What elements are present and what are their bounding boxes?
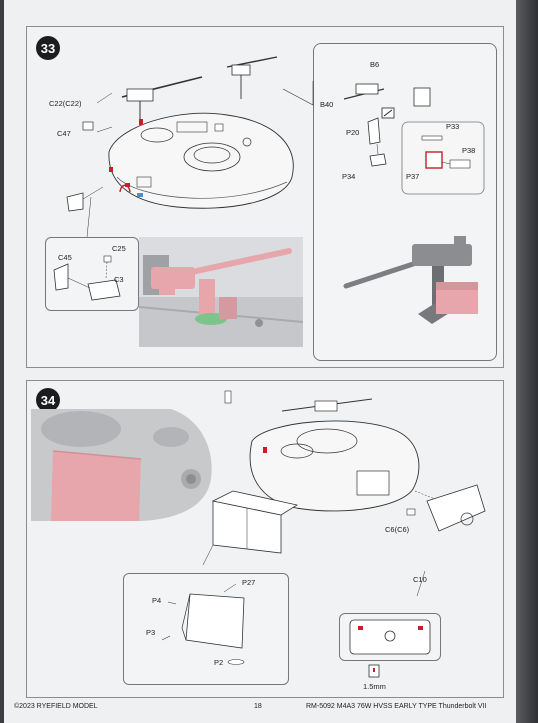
label-b40: B40 <box>320 100 334 109</box>
label-c47: C47 <box>57 129 71 138</box>
instruction-page: 33 <box>4 0 516 723</box>
footer-copyright: ©2023 RYEFIELD MODEL <box>14 703 98 710</box>
label-p37: P37 <box>406 172 420 181</box>
label-p3: P3 <box>146 628 156 637</box>
label-p27: P27 <box>242 578 256 587</box>
turret-drawing-step33 <box>66 56 294 212</box>
gun-ammo-reference-photo <box>336 230 486 340</box>
turret-photo-render <box>31 409 212 521</box>
hatch-part-drawing <box>53 255 121 301</box>
label-c25: C25 <box>112 244 126 253</box>
step33-reference-photo <box>139 237 303 347</box>
label-p34: P34 <box>342 172 356 181</box>
drill-icon <box>368 664 380 678</box>
label-p20: P20 <box>346 128 360 137</box>
label-p4: P4 <box>152 596 162 605</box>
gun-ammo-photo-render <box>343 236 478 324</box>
label-p38: P38 <box>462 146 476 155</box>
step-number-34: 34 <box>36 388 60 412</box>
footer-product: RM-5092 M4A3 76W HVSS EARLY TYPE Thunder… <box>306 703 487 710</box>
label-c22: C22(C22) <box>49 99 82 108</box>
subassembly-box-c10 <box>339 613 441 661</box>
plate-parts-drawing <box>161 583 245 665</box>
label-c3: C3 <box>114 275 124 284</box>
subassembly-box-c45: C45 C25 C3 <box>45 237 139 311</box>
mantlet-back-drawing <box>349 619 431 655</box>
footer-page-number: 18 <box>254 703 262 710</box>
drill-size-label: 1.5mm <box>363 682 386 691</box>
label-c45: C45 <box>58 253 72 262</box>
step-34-panel: 34 <box>26 380 504 698</box>
label-p2: P2 <box>214 658 224 667</box>
gun-mount-photo-render <box>139 248 303 347</box>
leader-detail-box <box>282 81 314 106</box>
label-b6: B6 <box>370 60 380 69</box>
label-c6: C6(C6) <box>385 525 410 534</box>
label-p33: P33 <box>446 122 460 131</box>
step-33-panel: 33 <box>26 26 504 368</box>
step34-reference-photo <box>31 409 215 521</box>
gun-exploded-drawing <box>343 83 485 195</box>
subassembly-box-p27: P4 P27 P3 P2 <box>123 573 289 685</box>
step-number-33: 33 <box>36 36 60 60</box>
adjacent-page-edge <box>516 0 538 723</box>
label-c10: C10 <box>413 575 427 584</box>
gun-detail-box: B6 B40 P20 P33 P38 P37 P34 <box>313 43 497 361</box>
leader-c45 <box>86 196 92 238</box>
turret-drawing-step34 <box>202 390 486 597</box>
